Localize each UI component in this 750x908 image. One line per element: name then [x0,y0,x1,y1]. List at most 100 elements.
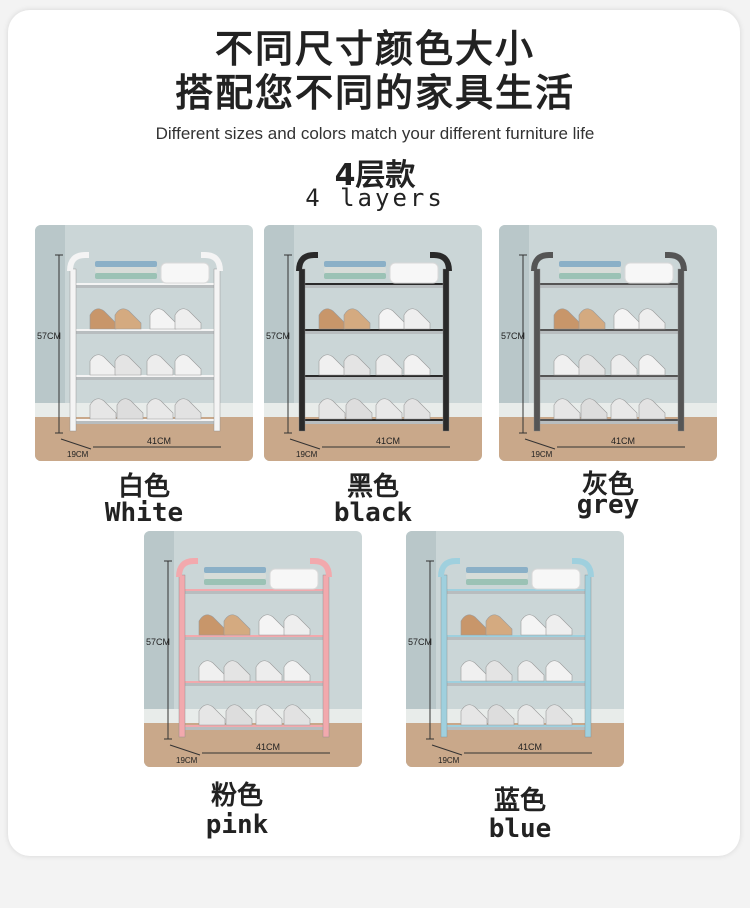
shoe [318,354,346,376]
variant-label-cn: 灰色 [581,470,634,500]
shoe [318,398,346,420]
shoe [638,308,666,330]
shoe [460,660,488,682]
folded-clothes [204,567,266,573]
depth-dimension-line [169,744,201,756]
shoe [89,308,117,330]
shoe [225,704,253,726]
shelf [302,329,446,334]
depth-dimension-line [60,438,92,450]
shoe [485,660,513,682]
shelf-edge [537,419,681,421]
folded-clothes [559,273,621,279]
shelf-edge [73,283,217,285]
frame-arch [665,252,687,272]
storage-basket [269,568,319,590]
storage-basket [624,262,674,284]
shelf-edge [182,635,326,637]
shoe [485,614,513,636]
shoe [174,354,202,376]
shoe [174,308,202,330]
shelf-edge [537,329,681,331]
shoe [146,398,174,420]
folded-clothes [324,273,386,279]
shoe [580,398,608,420]
shelf [302,375,446,380]
shelf-edge [302,375,446,377]
shoe [578,308,606,330]
shoe [345,398,373,420]
shoe [378,308,406,330]
frame-arch [296,252,318,272]
frame-upright [440,574,448,738]
frame-arch [310,558,332,578]
frame-upright [178,574,186,738]
depth-label: 19CM [531,450,553,459]
shoe [198,704,226,726]
shoe [638,354,666,376]
baseboard [144,709,362,723]
depth-dimension-line [289,438,321,450]
shoe [403,308,431,330]
baseboard [406,709,624,723]
shelf [537,329,681,334]
variant-label-en: pink [205,810,269,840]
shoe [146,354,174,376]
folded-clothes [559,261,621,267]
frame-arch [430,252,452,272]
shoe [460,614,488,636]
frame-arch [201,252,223,272]
depth-dimension-line [524,438,556,450]
variant-label-en: black [333,498,413,528]
folded-clothes [95,273,157,279]
shelf [444,589,588,594]
shelf-edge [444,681,588,683]
shoe [403,398,431,420]
shoe [283,660,311,682]
shoe [517,660,545,682]
folded-clothes [466,567,528,573]
frame-upright [677,268,685,432]
shelf [444,635,588,640]
variant-label-cn: 黑色 [346,472,399,502]
folded-clothes [559,267,621,273]
variant-label-en: White [104,498,184,528]
frame-upright [584,574,592,738]
shelf [302,283,446,288]
shoe [198,614,226,636]
storage-basket [389,262,439,284]
shelf-edge [537,283,681,285]
shoe [578,354,606,376]
shelf [302,419,446,424]
shoe [375,398,403,420]
headline-line-2: 搭配您不同的家具生活 [174,71,575,115]
width-label: 41CM [376,436,400,446]
baseboard [35,403,253,417]
shoe [553,308,581,330]
shelf [73,329,217,334]
frame-arch [438,558,460,578]
shoe [487,704,515,726]
shoe [375,354,403,376]
shelf-edge [302,283,446,285]
frame-upright [69,268,77,432]
folded-clothes [324,267,386,273]
folded-clothes [204,579,266,585]
shelf [537,419,681,424]
shoe [89,354,117,376]
shelf [537,375,681,380]
frame-arch [67,252,89,272]
frame-upright [213,268,221,432]
shoe [198,660,226,682]
shelf-edge [537,375,681,377]
shelf-edge [302,419,446,421]
depth-label: 19CM [67,450,89,459]
shelf [182,681,326,686]
